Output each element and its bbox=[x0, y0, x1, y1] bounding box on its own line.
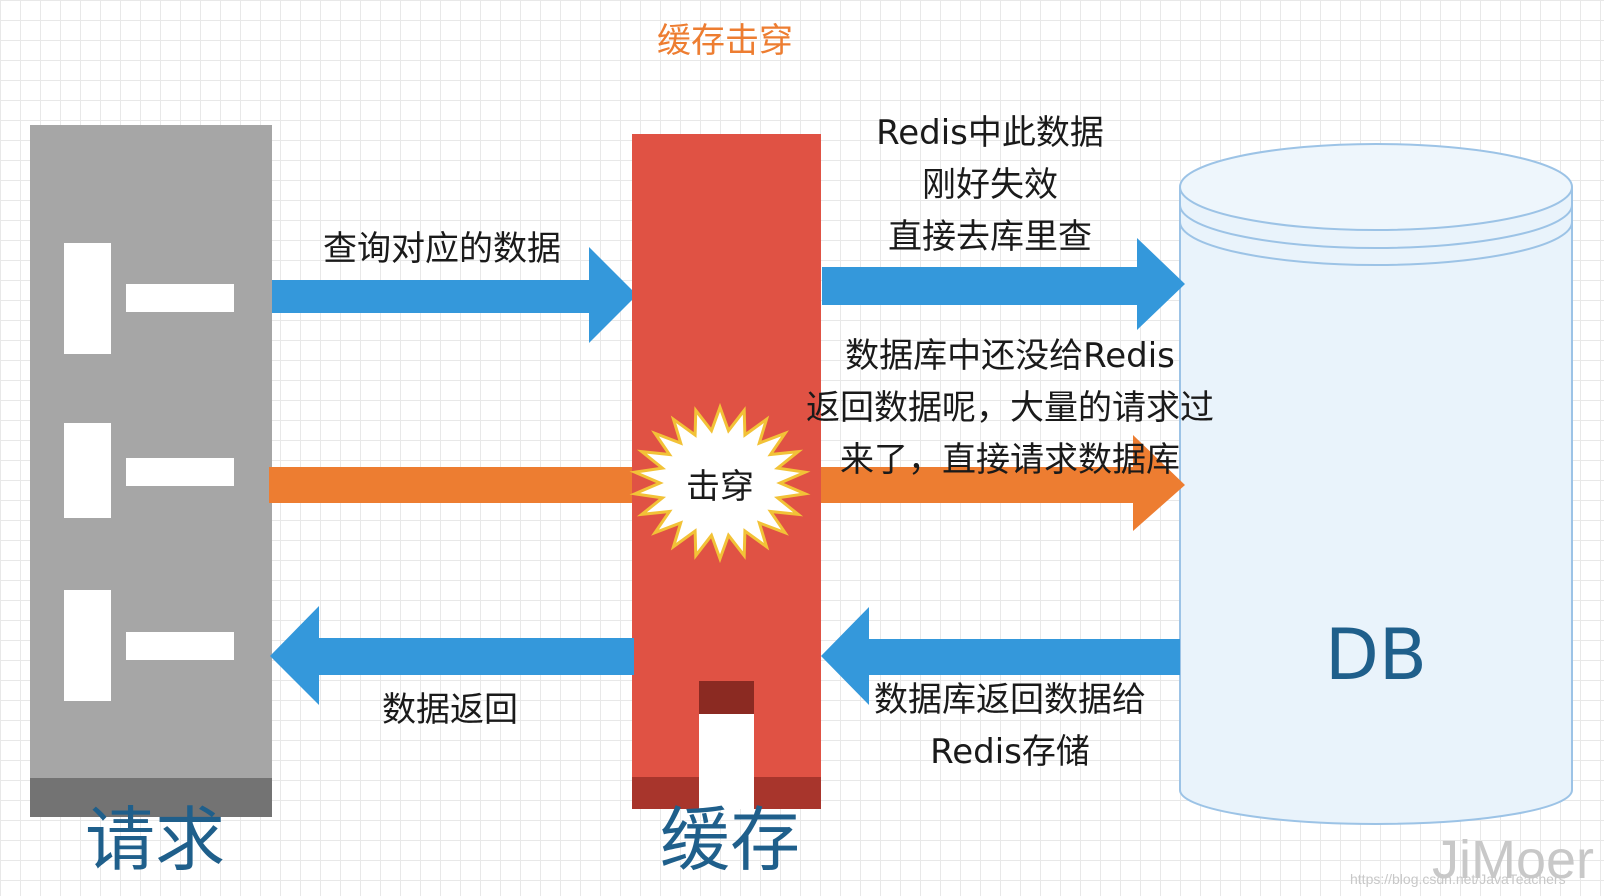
cache-miss-label: Redis中此数据 刚好失效 直接去库里查 bbox=[820, 107, 1160, 263]
db-body bbox=[1179, 187, 1573, 825]
penetrate-line-1: 数据库中还没给Redis bbox=[845, 336, 1175, 376]
cache-label: 缓存 bbox=[660, 799, 800, 881]
cache-miss-line-2: 刚好失效 bbox=[922, 165, 1058, 205]
db-return-line-1: 数据库返回数据给 bbox=[874, 680, 1146, 720]
cache-foot-right bbox=[754, 777, 821, 809]
request-node bbox=[30, 125, 272, 817]
db-ring-1 bbox=[1179, 204, 1573, 249]
watermark-url: https://blog.csdn.net/JavaTeachers bbox=[1350, 871, 1566, 887]
burst-label: 击穿 bbox=[686, 467, 754, 507]
request-label: 请求 bbox=[85, 799, 225, 881]
burst-star bbox=[629, 402, 811, 564]
cache-notch-top bbox=[699, 681, 754, 714]
query-arrow bbox=[272, 247, 637, 343]
cache-miss-line-3: 直接去库里查 bbox=[888, 217, 1092, 257]
data-return-label: 数据返回 bbox=[382, 690, 518, 730]
penetrate-label: 数据库中还没给Redis 返回数据呢，大量的请求过 来了，直接请求数据库 bbox=[780, 330, 1240, 486]
data-return-arrow bbox=[270, 606, 634, 705]
penetrate-line-3: 来了，直接请求数据库 bbox=[840, 440, 1180, 480]
db-return-label: 数据库返回数据给 Redis存储 bbox=[840, 674, 1180, 778]
db-top bbox=[1179, 143, 1573, 231]
penetrate-line-2: 返回数据呢，大量的请求过 bbox=[806, 388, 1214, 428]
db-node bbox=[1179, 143, 1573, 825]
cache-notch-gap bbox=[699, 714, 754, 809]
db-ring-2 bbox=[1179, 221, 1573, 266]
cache-miss-line-1: Redis中此数据 bbox=[876, 113, 1104, 153]
db-label: DB bbox=[1325, 614, 1427, 696]
request-slot-3-tall bbox=[64, 590, 111, 701]
request-slot-3-wide bbox=[126, 632, 234, 660]
db-to-cache-arrow bbox=[821, 607, 1180, 705]
diagram-title: 缓存击穿 bbox=[657, 21, 793, 61]
cache-to-db-arrow bbox=[822, 238, 1185, 330]
request-slot-2-tall bbox=[64, 423, 111, 518]
query-arrow-label: 查询对应的数据 bbox=[323, 229, 561, 269]
db-return-line-2: Redis存储 bbox=[930, 732, 1090, 772]
request-slot-1-tall bbox=[64, 243, 111, 354]
cache-foot-left bbox=[632, 777, 699, 809]
watermark-name: JiMoer bbox=[1432, 830, 1595, 890]
request-slot-1-wide bbox=[126, 284, 234, 312]
request-slot-2-wide bbox=[126, 458, 234, 486]
request-base bbox=[30, 778, 272, 817]
